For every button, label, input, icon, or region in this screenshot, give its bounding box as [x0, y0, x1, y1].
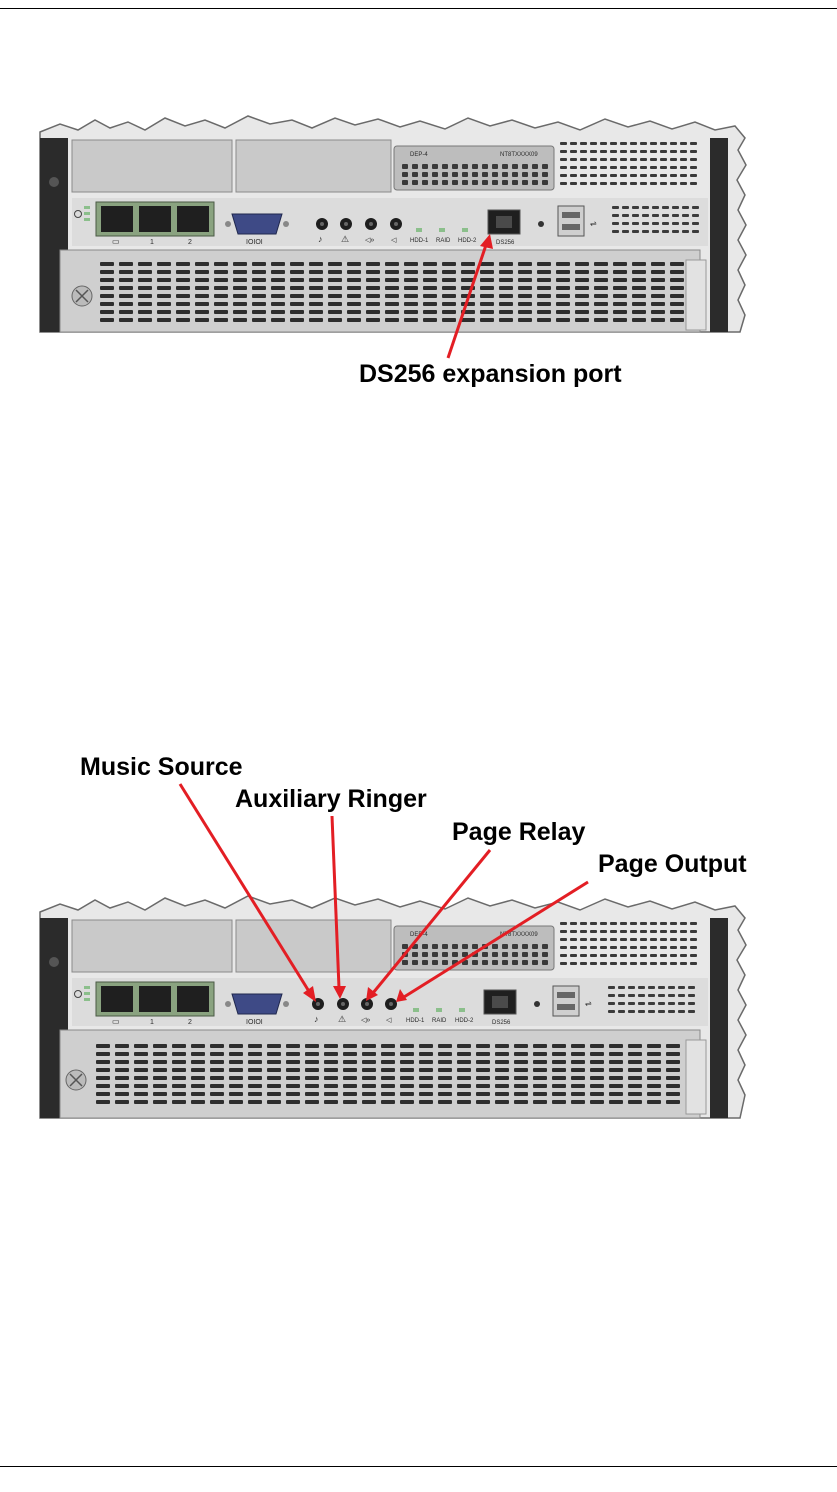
- vent-field-middle-right: [612, 206, 699, 233]
- svg-text:◁»: ◁»: [361, 1017, 370, 1024]
- header-rule: [0, 8, 837, 9]
- serial-label: IOIOI: [246, 1019, 263, 1026]
- serial-port: IOIOI: [225, 213, 289, 246]
- auxiliary-ringer-label: Auxiliary Ringer: [235, 785, 427, 813]
- page-relay-arrow: [366, 849, 492, 1001]
- svg-text:⇌: ⇌: [585, 999, 592, 1008]
- svg-text:◁: ◁: [386, 1017, 392, 1024]
- status-leds: HDD-1 RAID HDD-2: [406, 1008, 474, 1024]
- svg-text:▭: ▭: [112, 1017, 120, 1026]
- vent-field-middle-right: [608, 986, 695, 1013]
- auxiliary-ringer-arrow: [330, 815, 346, 999]
- vent-field-lower: [96, 1044, 680, 1104]
- svg-text:1: 1: [150, 239, 154, 246]
- usb-ports: ⇌: [552, 985, 592, 1017]
- ds256-port: DS256: [483, 989, 517, 1026]
- status-leds: HDD-1 RAID HDD-2: [410, 228, 477, 244]
- svg-text:♪: ♪: [318, 234, 323, 244]
- figure-audio-ports: Music Source Auxiliary Ringer Page Relay…: [0, 750, 837, 1130]
- card-label-right: NT8TXXXX09: [500, 932, 538, 938]
- svg-text:◁»: ◁»: [365, 237, 374, 244]
- svg-text:1: 1: [150, 1019, 154, 1026]
- card-label-left: DEP-4: [410, 152, 428, 158]
- led-label-raid: RAID: [436, 238, 451, 244]
- led-label-hdd2: HDD-2: [458, 238, 477, 244]
- page-relay-label: Page Relay: [452, 818, 586, 846]
- audio-jacks: ♪ ⚠ ◁» ◁: [316, 218, 402, 244]
- led-label-hdd1: HDD-1: [410, 238, 429, 244]
- ds256-callout-label: DS256 expansion port: [359, 360, 622, 388]
- svg-text:▭: ▭: [112, 237, 120, 246]
- svg-text:⇌: ⇌: [590, 219, 597, 228]
- page-output-arrow: [396, 880, 589, 1002]
- serial-label: IOIOI: [246, 239, 263, 246]
- vent-field-upper-right: [560, 922, 697, 965]
- audio-jacks: ♪ ⚠ ◁» ◁: [312, 998, 397, 1024]
- vent-field-upper-right: [560, 142, 697, 185]
- svg-text:♪: ♪: [314, 1014, 319, 1024]
- power-led-icon: [74, 206, 90, 221]
- ethernet-ports: ▭ 1 2: [95, 981, 215, 1026]
- page-output-label: Page Output: [598, 850, 747, 878]
- ds256-port: DS256: [487, 209, 521, 246]
- vent-field-lower: [100, 262, 684, 322]
- ds256-port-label: DS256: [496, 240, 515, 246]
- music-source-arrow: [178, 783, 316, 1002]
- svg-text:⚠: ⚠: [338, 1014, 346, 1024]
- svg-text:◁: ◁: [391, 237, 397, 244]
- usb-ports: ⇌: [557, 205, 597, 237]
- power-led-icon: [74, 986, 90, 1001]
- ds256-callout-arrow: [446, 234, 493, 359]
- led-label-raid: RAID: [432, 1018, 447, 1024]
- card-vent-grid: [402, 944, 548, 965]
- device-rear-panel-2: DEP-4 NT8TXXXX09 ▭ 1 2 IOIOI ♪: [39, 783, 747, 1119]
- music-source-label: Music Source: [80, 753, 243, 781]
- serial-port: IOIOI: [225, 993, 289, 1026]
- ds256-port-label: DS256: [492, 1020, 511, 1026]
- led-label-hdd1: HDD-1: [406, 1018, 425, 1024]
- ethernet-ports: ▭ 1 2: [95, 201, 215, 246]
- device-rear-panel-1: DEP-4 NT8TXXXX09 ▭ 1 2 IOIOI: [39, 115, 747, 359]
- card-label-right: NT8TXXXX09: [500, 152, 538, 158]
- svg-text:2: 2: [188, 239, 192, 246]
- svg-text:2: 2: [188, 1019, 192, 1026]
- figure-ds256-port: DEP-4 NT8TXXXX09 ▭ 1 2 IOIOI: [0, 110, 837, 410]
- card-vent-grid: [402, 164, 548, 185]
- led-label-hdd2: HDD-2: [455, 1018, 474, 1024]
- footer-rule: [0, 1466, 837, 1467]
- svg-text:⚠: ⚠: [341, 234, 349, 244]
